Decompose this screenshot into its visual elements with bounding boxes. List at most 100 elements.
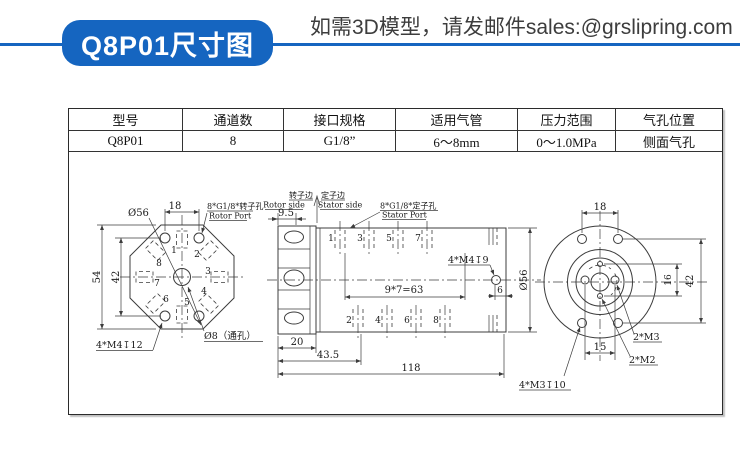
cell-model: Q8P01 (69, 131, 183, 152)
cell-interface: G1/8” (284, 131, 396, 152)
side-dim-pitch: 9*7=63 (344, 253, 466, 300)
side-flange-lines (278, 248, 310, 310)
svg-text:6: 6 (497, 286, 503, 296)
svg-text:Rotor side: Rotor side (263, 201, 305, 210)
side-dim-9-5: 9.5 (268, 208, 306, 225)
col-header-channels: 通道数 (183, 109, 284, 131)
page-title: Q8P01尺寸图 (80, 30, 255, 61)
side-top-ports: 1 3 5 7 (328, 221, 433, 255)
end-centerlines (535, 211, 707, 361)
svg-text:6: 6 (404, 316, 410, 326)
end-m3-label: 2*M3 (616, 284, 662, 343)
side-flange-holes (283, 230, 305, 325)
contact-text: 如需3D模型，请发邮件sales:@grslipring.com (310, 16, 733, 39)
svg-text:5: 5 (184, 298, 190, 308)
front-dim-42: 42 (111, 237, 161, 317)
front-rotor-port-label: 8*G1/8*转子孔 Rotor Port (201, 201, 263, 234)
end-hidden-arcs (588, 264, 618, 296)
front-center-hole-label: Ø8（通孔） (187, 286, 263, 342)
svg-text:1: 1 (171, 246, 177, 256)
svg-text:Stator side: Stator side (318, 201, 363, 210)
side-boundary-arrow (313, 194, 321, 207)
svg-text:Stator Port: Stator Port (382, 211, 428, 220)
svg-text:2: 2 (194, 250, 200, 260)
col-header-position: 气孔位置 (616, 109, 722, 131)
svg-text:18: 18 (594, 202, 607, 213)
header-rule-left (0, 43, 62, 46)
col-header-tube: 适用气管 (396, 109, 518, 131)
col-header-interface: 接口规格 (284, 109, 396, 131)
svg-text:4: 4 (201, 287, 207, 297)
header-rule-right (273, 43, 740, 46)
svg-text:5: 5 (386, 234, 392, 244)
spec-table: 型号 通道数 接口规格 适用气管 压力范围 气孔位置 Q8P01 8 G1/8”… (69, 109, 722, 152)
end-dim-42: 42 (623, 238, 706, 324)
svg-text:Ø56: Ø56 (128, 208, 149, 219)
cell-tube: 6～8mm (396, 131, 518, 152)
side-end-threads (488, 228, 501, 332)
svg-text:8: 8 (433, 316, 439, 326)
svg-text:2: 2 (346, 316, 352, 326)
svg-text:7: 7 (415, 234, 421, 244)
svg-text:118: 118 (401, 363, 420, 374)
svg-text:42: 42 (685, 275, 696, 288)
col-header-model: 型号 (69, 109, 183, 131)
svg-text:43.5: 43.5 (317, 350, 339, 361)
svg-text:42: 42 (111, 271, 122, 284)
side-bottom-dims: 20 43.5 118 (277, 334, 505, 378)
content-frame: 型号 通道数 接口规格 适用气管 压力范围 气孔位置 Q8P01 8 G1/8”… (68, 108, 723, 415)
end-dim-18: 18 (581, 202, 619, 233)
svg-text:3: 3 (205, 267, 211, 277)
svg-text:Ø56: Ø56 (519, 270, 530, 291)
side-dim-dia: Ø56 (508, 227, 537, 333)
end-dim-15: 15 (584, 285, 616, 360)
svg-text:9*7=63: 9*7=63 (385, 285, 424, 296)
svg-text:2*M2: 2*M2 (629, 355, 656, 366)
front-dim-54: 54 (92, 224, 156, 330)
svg-text:4*M3↧10: 4*M3↧10 (519, 380, 566, 391)
title-badge: Q8P01尺寸图 (62, 20, 273, 66)
svg-text:8: 8 (156, 259, 162, 269)
cell-position: 侧面气孔 (616, 131, 722, 152)
side-rotor-stator-labels: 转子边 定子边 Rotor side Stator side (263, 190, 362, 223)
svg-text:20: 20 (291, 337, 304, 348)
front-dim-18: 18 (164, 201, 200, 231)
svg-text:54: 54 (92, 271, 103, 284)
end-view: 18 16 42 (519, 202, 707, 391)
svg-text:3: 3 (357, 234, 363, 244)
svg-text:7: 7 (154, 279, 160, 289)
svg-text:转子边: 转子边 (289, 190, 313, 200)
front-mount-label: 4*M4↧12 (96, 322, 163, 351)
svg-text:8*G1/8*转子孔: 8*G1/8*转子孔 (207, 201, 263, 211)
dimension-drawing: 1 2 3 4 5 6 7 8 18 Ø56 (92, 190, 707, 391)
svg-text:Ø8（通孔）: Ø8（通孔） (204, 330, 256, 342)
svg-text:16: 16 (664, 274, 674, 286)
svg-text:1: 1 (328, 234, 334, 244)
svg-text:9.5: 9.5 (278, 208, 294, 219)
side-bottom-ports: 2 4 6 8 (346, 305, 451, 339)
svg-text:Rotor Port: Rotor Port (209, 212, 252, 221)
side-dim-6: 6 (488, 285, 513, 300)
front-centerlines (120, 215, 244, 339)
front-view: 1 2 3 4 5 6 7 8 18 Ø56 (92, 201, 263, 351)
svg-text:定子边: 定子边 (321, 190, 345, 200)
col-header-pressure: 压力范围 (518, 109, 616, 131)
svg-text:4*M4↧12: 4*M4↧12 (96, 340, 143, 351)
front-port-numbers: 1 2 3 4 5 6 7 8 (154, 246, 211, 308)
side-thread-label: 4*M4↧9 (448, 255, 495, 276)
svg-text:2*M3: 2*M3 (633, 332, 660, 343)
svg-text:8*G1/8*定子孔: 8*G1/8*定子孔 (380, 201, 436, 211)
svg-text:6: 6 (163, 295, 169, 305)
svg-text:15: 15 (594, 342, 607, 353)
end-mount-label: 4*M3↧10 (519, 326, 581, 391)
cell-pressure: 0～1.0MPa (518, 131, 616, 152)
svg-text:18: 18 (169, 201, 182, 212)
end-m3-holes (580, 275, 620, 285)
side-stator-port-label: 8*G1/8*定子孔 Stator Port (349, 201, 438, 229)
cell-channels: 8 (183, 131, 284, 152)
svg-text:4*M4↧9: 4*M4↧9 (448, 255, 489, 266)
end-m2-label: 2*M2 (601, 298, 658, 366)
svg-text:4: 4 (375, 316, 381, 326)
side-view: 1 3 5 7 2 4 6 8 (263, 190, 541, 378)
